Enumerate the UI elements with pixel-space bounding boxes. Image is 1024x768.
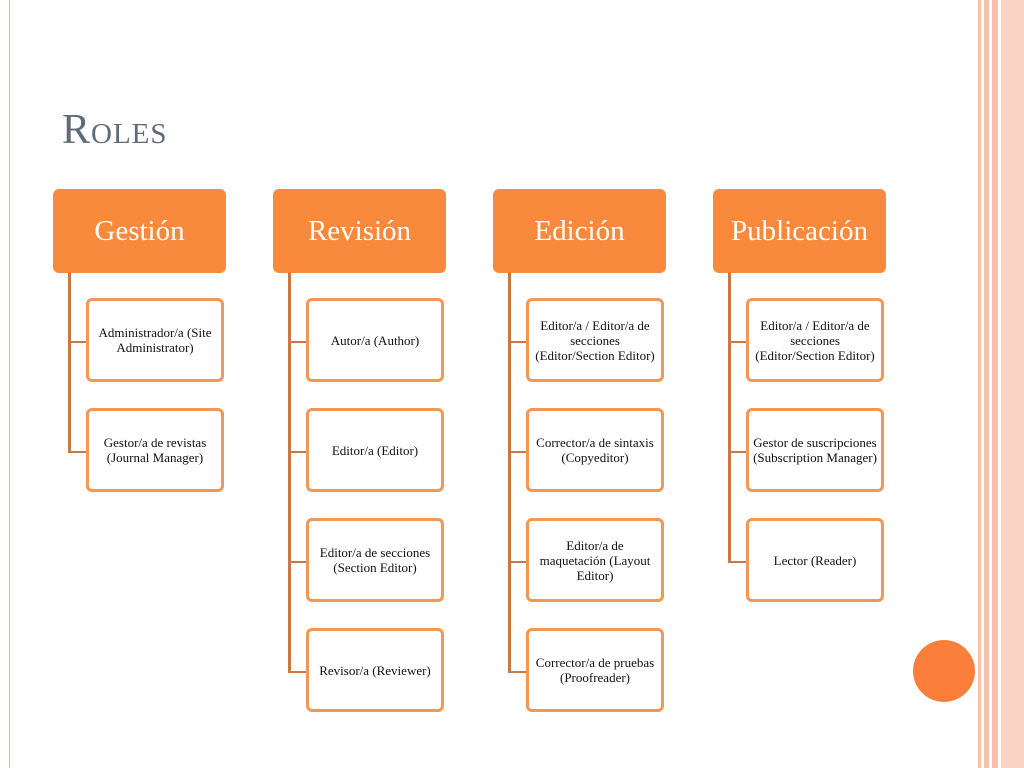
- connector-trunk-publicacion: [728, 273, 731, 563]
- role-box-proofreader: Corrector/a de pruebas (Proofreader): [526, 628, 664, 712]
- connector-branch: [68, 451, 86, 453]
- slide-title: Roles: [62, 107, 168, 153]
- slide-left-border: [9, 0, 10, 768]
- header-revision: Revisión: [273, 189, 446, 273]
- connector-branch: [508, 341, 526, 343]
- connector-branch: [288, 451, 306, 453]
- role-box-subscription-manager: Gestor de suscripciones (Subscription Ma…: [746, 408, 884, 492]
- connector-branch: [288, 671, 306, 673]
- connector-branch: [508, 561, 526, 563]
- role-box-site-administrator: Administrador/a (Site Administrator): [86, 298, 224, 382]
- role-box-editor-section-editor: Editor/a / Editor/a de secciones (Editor…: [526, 298, 664, 382]
- role-box-copyeditor: Corrector/a de sintaxis (Copyeditor): [526, 408, 664, 492]
- connector-branch: [508, 671, 526, 673]
- role-box-reader: Lector (Reader): [746, 518, 884, 602]
- slide-right-stripes: [978, 0, 1024, 768]
- role-box-section-editor: Editor/a de secciones (Section Editor): [306, 518, 444, 602]
- connector-branch: [68, 341, 86, 343]
- role-box-journal-manager: Gestor/a de revistas (Journal Manager): [86, 408, 224, 492]
- role-box-layout-editor: Editor/a de maquetación (Layout Editor): [526, 518, 664, 602]
- decorative-circle: [913, 640, 975, 702]
- connector-branch: [288, 341, 306, 343]
- header-publicacion: Publicación: [713, 189, 886, 273]
- header-gestion: Gestión: [53, 189, 226, 273]
- role-box-author: Autor/a (Author): [306, 298, 444, 382]
- connector-trunk-edicion: [508, 273, 511, 673]
- connector-trunk-gestion: [68, 273, 71, 453]
- connector-branch: [288, 561, 306, 563]
- role-box-editor: Editor/a (Editor): [306, 408, 444, 492]
- connector-branch: [728, 451, 746, 453]
- header-edicion: Edición: [493, 189, 666, 273]
- role-box-reviewer: Revisor/a (Reviewer): [306, 628, 444, 712]
- connector-branch: [508, 451, 526, 453]
- role-box-editor-section-editor-pub: Editor/a / Editor/a de secciones (Editor…: [746, 298, 884, 382]
- connector-branch: [728, 341, 746, 343]
- connector-branch: [728, 561, 746, 563]
- connector-trunk-revision: [288, 273, 291, 673]
